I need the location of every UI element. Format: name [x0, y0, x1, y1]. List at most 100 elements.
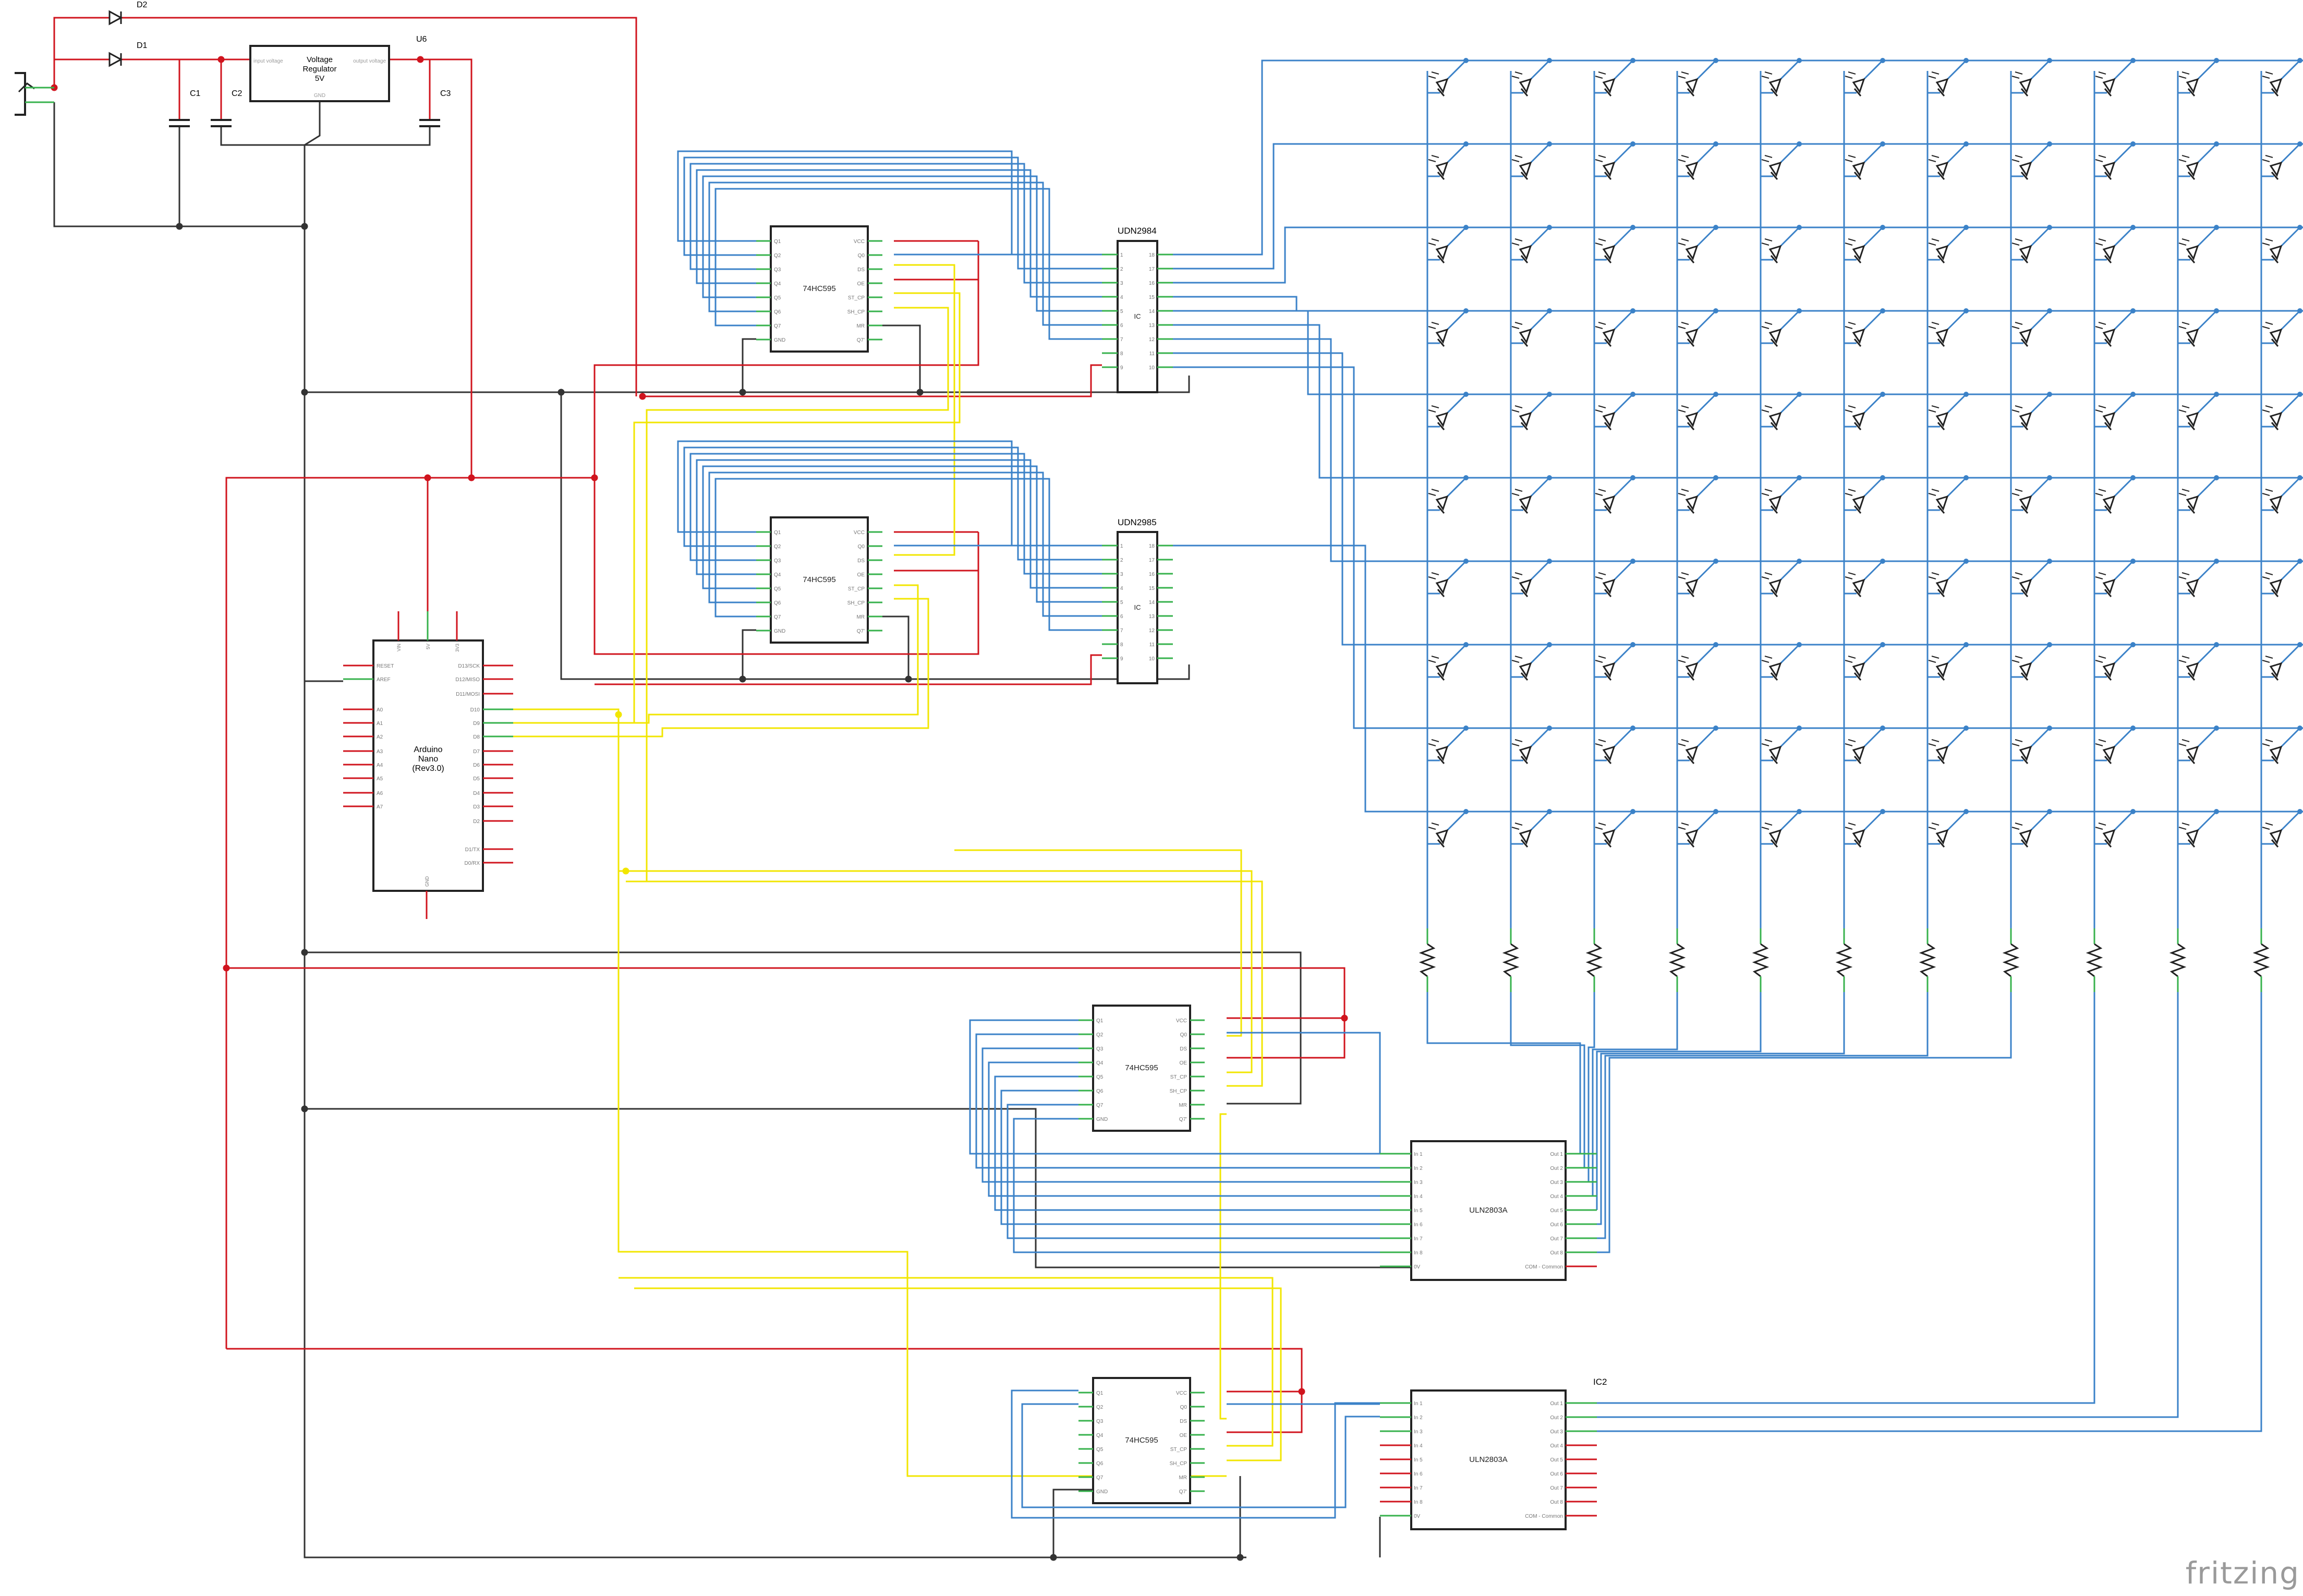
led	[1928, 141, 1969, 180]
led-bar	[2104, 88, 2112, 96]
led-bar	[1520, 589, 1529, 597]
led	[1761, 809, 1802, 848]
led-arrow	[1931, 405, 1940, 408]
pin-label: Out 3	[1550, 1180, 1563, 1186]
junction-dot	[1963, 726, 1969, 731]
led-arrow	[2265, 322, 2273, 325]
junction-dot	[1963, 475, 1969, 480]
pin-label: ST_CP	[1170, 1447, 1187, 1453]
led	[2261, 475, 2302, 514]
led-lead	[2279, 560, 2301, 582]
junction-dot	[1797, 392, 1802, 397]
led-body	[1852, 662, 1865, 678]
led-body	[1602, 245, 1616, 261]
led-arrow	[1428, 326, 1436, 329]
led	[1928, 475, 1969, 514]
junction-dot	[2214, 308, 2219, 313]
led	[2261, 392, 2302, 430]
c3-label: C3	[440, 89, 451, 98]
wire-5v-bus	[225, 241, 979, 1349]
resistor	[1585, 928, 1603, 992]
led-bar	[1770, 88, 1778, 96]
led-lead	[1612, 226, 1634, 248]
led-arrow	[1928, 493, 1936, 496]
led-arrow	[1761, 243, 1769, 246]
led-arrow	[1598, 656, 1606, 659]
led	[2094, 141, 2136, 180]
junction-dot	[2297, 642, 2302, 647]
led-bar	[2271, 422, 2279, 430]
led-body	[2186, 412, 2199, 428]
pin-label: Q0	[1180, 1032, 1187, 1038]
led-arrow	[1764, 823, 1773, 826]
led-lead	[1612, 393, 1634, 415]
led-lead	[1778, 143, 1800, 165]
led-body	[1935, 495, 1949, 511]
junction-dot	[301, 949, 308, 956]
pin-label: D3	[473, 804, 480, 810]
led-lead	[1945, 310, 1967, 332]
wire-yellow-5	[894, 264, 955, 556]
led-bar	[1437, 255, 1445, 263]
led	[1594, 642, 1635, 681]
wire-sr2-udn2-5	[708, 471, 1102, 617]
led	[1844, 726, 1885, 764]
led-bar	[1437, 88, 1445, 96]
junction-dot	[2130, 642, 2136, 647]
led-arrow	[1431, 155, 1439, 158]
led-body	[1435, 328, 1449, 344]
wire-sr3-q0	[1227, 1032, 1381, 1154]
pin-label: 6	[1120, 323, 1123, 329]
led	[2011, 475, 2052, 514]
led-body	[1852, 161, 1865, 177]
led-bar	[2104, 422, 2112, 430]
led	[1928, 225, 1969, 263]
led-body	[1435, 412, 1449, 428]
led-arrow	[2095, 493, 2103, 496]
led-body	[2019, 245, 2032, 261]
led-body	[1685, 578, 1699, 595]
led-lead	[2029, 226, 2051, 248]
junction-dot	[2130, 58, 2136, 63]
led-bar	[1853, 172, 1862, 180]
led-arrow	[2265, 155, 2273, 158]
junction-dot	[1463, 559, 1469, 564]
led-lead	[1529, 560, 1550, 582]
led-body	[1685, 495, 1699, 511]
led-arrow	[1511, 827, 1520, 830]
wire-yellow-6	[626, 870, 1253, 1073]
led-bar	[1687, 839, 1695, 848]
junction-dot	[2130, 392, 2136, 397]
resistor-body	[1835, 943, 1853, 977]
led-lead	[1529, 59, 1550, 81]
led-arrow	[2098, 656, 2106, 659]
pin-label: DS	[1180, 1046, 1187, 1052]
pin-label: OE	[1180, 1060, 1187, 1066]
led-lead	[1778, 811, 1800, 832]
pin-label: D10	[470, 707, 480, 713]
led-lead	[1612, 310, 1634, 332]
led-arrow	[1514, 405, 1523, 408]
junction-dot	[301, 389, 308, 396]
wire-sr2-udn2-1	[683, 446, 1102, 561]
led-bar	[1604, 756, 1612, 764]
led-lead	[2279, 59, 2301, 81]
led	[2178, 559, 2219, 597]
led-lead	[2029, 393, 2051, 415]
led-lead	[2029, 560, 2051, 582]
led-lead	[2279, 310, 2301, 332]
led-arrow	[2178, 660, 2187, 663]
led-bar	[2104, 505, 2112, 514]
junction-dot	[1880, 726, 1885, 731]
wire-sr2-udn2-4	[702, 465, 1102, 603]
junction-dot	[1630, 726, 1635, 731]
led-lead	[2112, 226, 2134, 248]
pin-label: A3	[377, 749, 383, 755]
led-body	[1519, 662, 1532, 678]
junction-dot	[2297, 141, 2302, 147]
led-bar	[1520, 338, 1529, 347]
led-arrow	[1845, 743, 1853, 746]
wire-row-bus-6	[1173, 338, 2303, 562]
resistor	[2002, 928, 2020, 992]
